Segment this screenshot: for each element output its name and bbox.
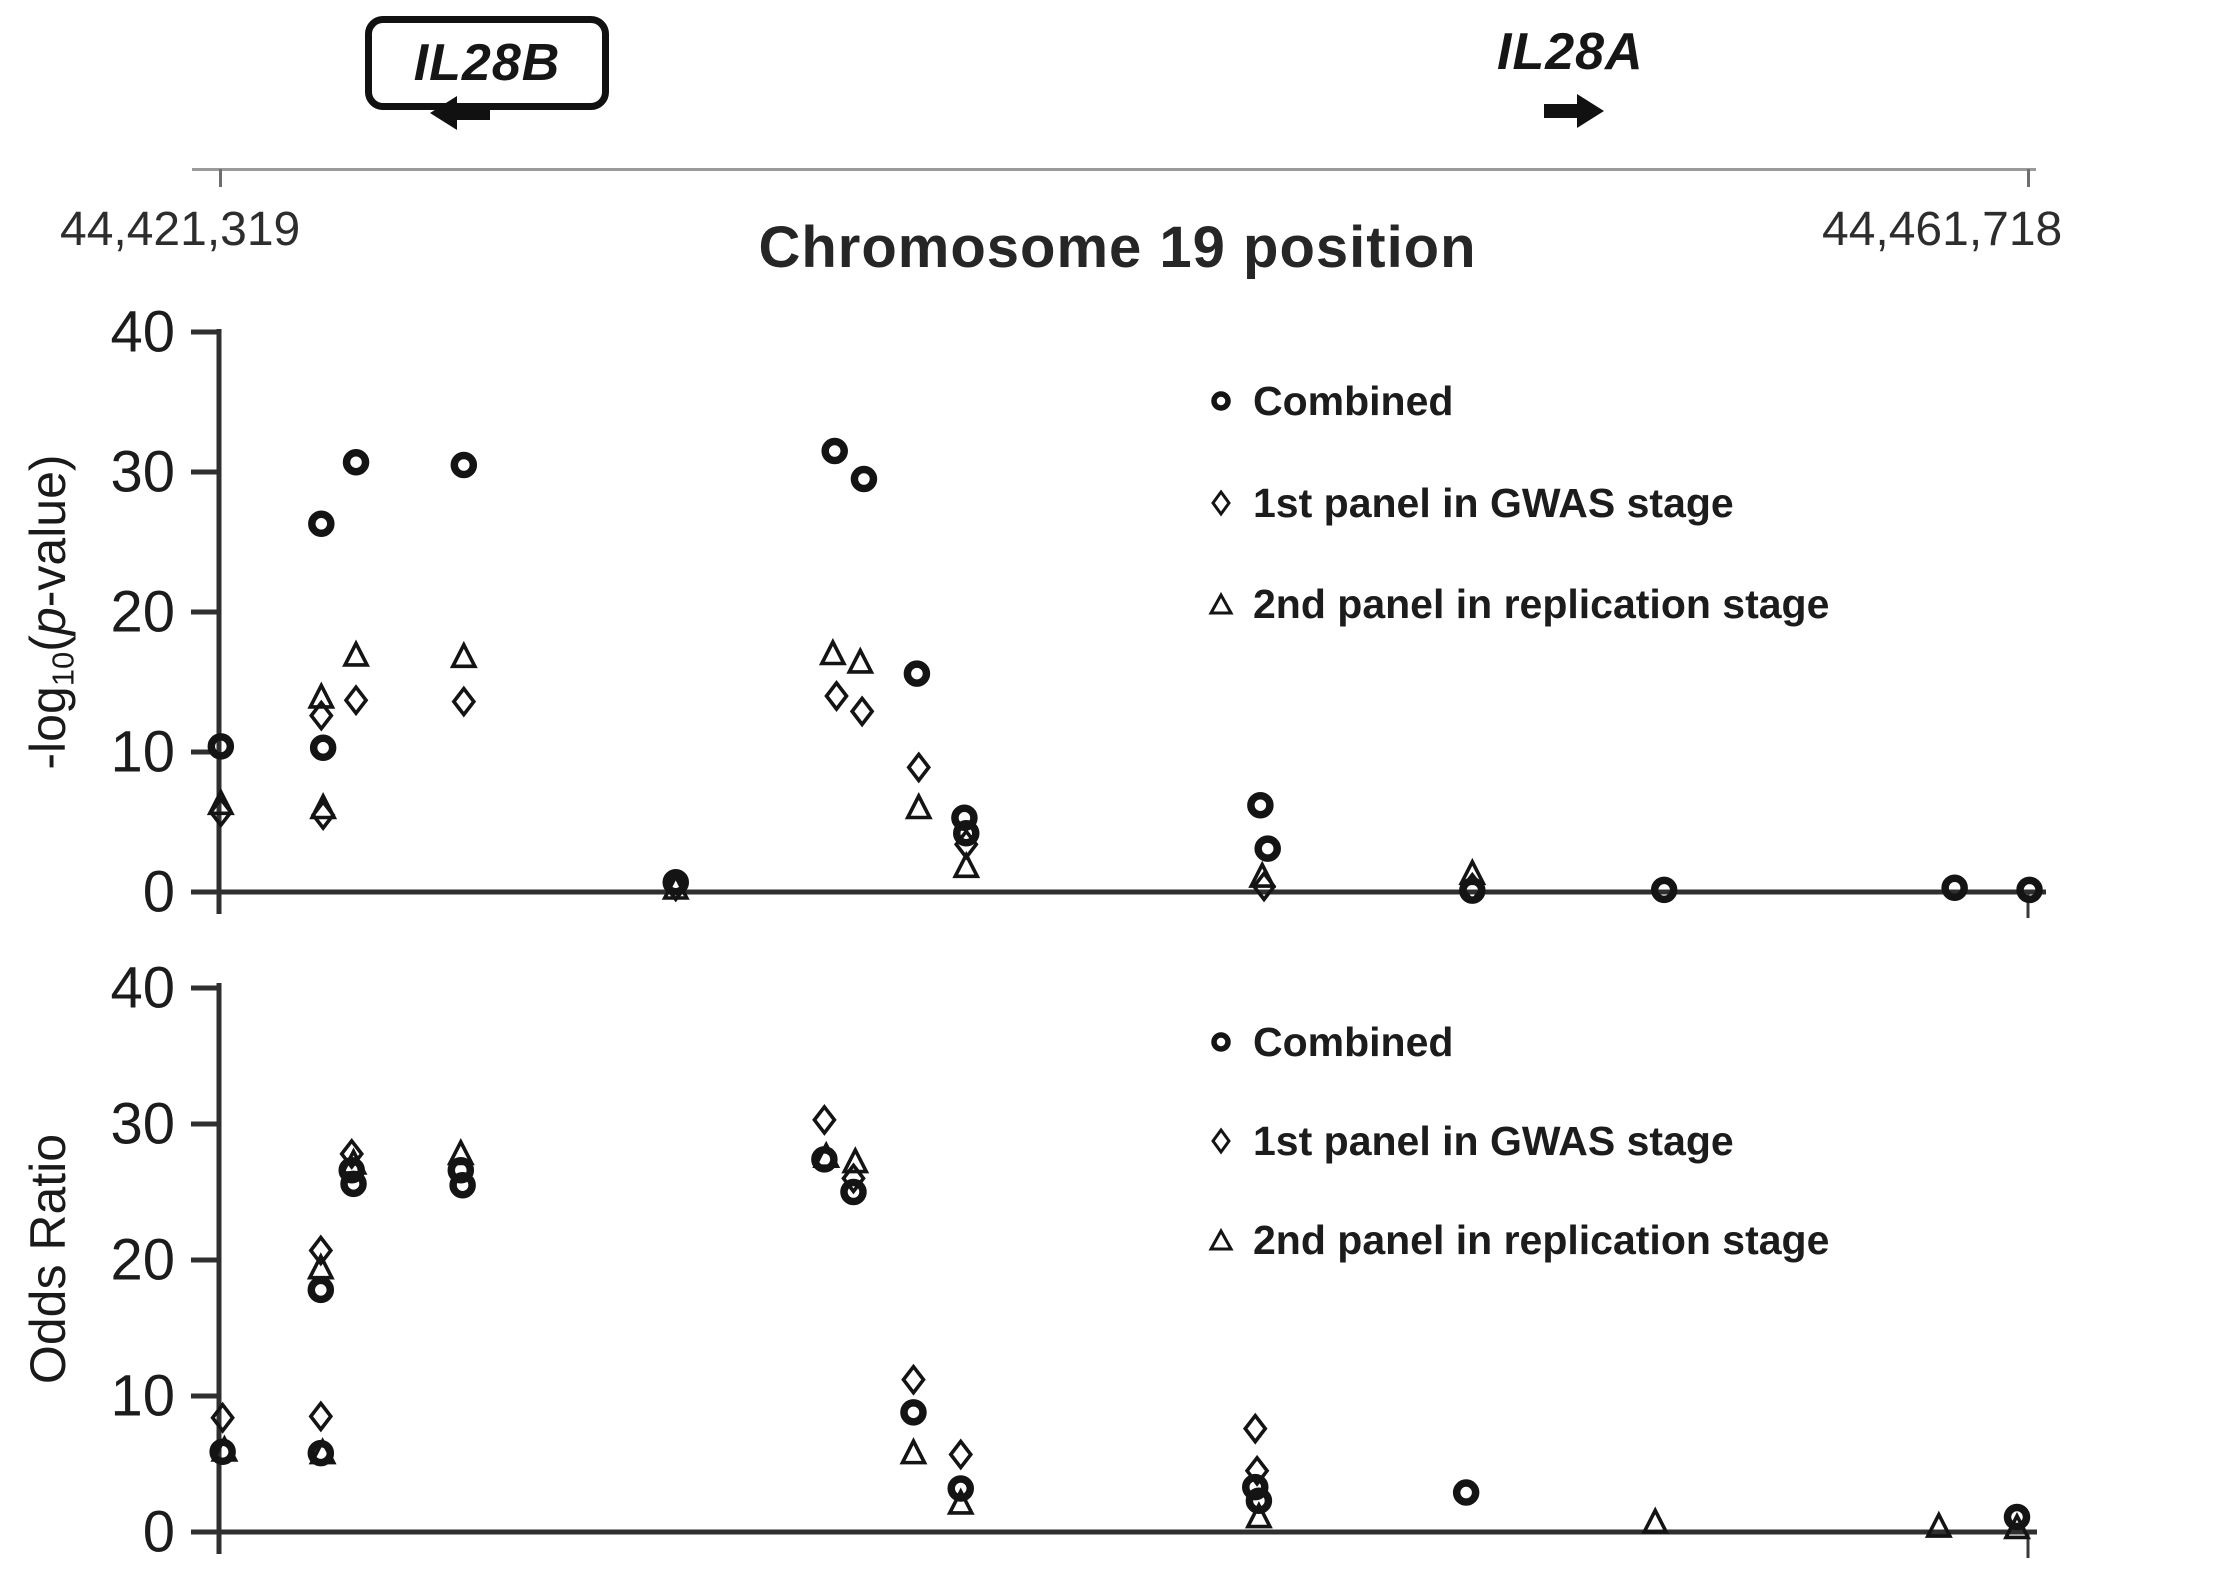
circle-marker-icon [1211,391,1231,411]
legend-item-combined: Combined [1205,1018,1453,1066]
position-line-right-tick [2027,169,2030,187]
gene-position-line [192,168,2036,171]
il28a-right-arrow-icon [1544,94,1604,128]
legend-item-combined: Combined [1205,377,1453,425]
y-axis-title-odds-ratio: Odds Ratio [20,1133,76,1385]
gene-il28b-label: IL28B [413,34,561,92]
svg-text:10: 10 [110,1364,175,1429]
legend-item-gwas: 1st panel in GWAS stage [1205,479,1734,527]
y-axis-title-log-pvalue: -log10(p-value) [20,454,81,770]
svg-text:30: 30 [110,440,175,505]
svg-text:30: 30 [110,1092,175,1157]
gene-il28a-label: IL28A [1497,23,1644,81]
svg-text:0: 0 [143,1500,175,1565]
legend-item-replication: 2nd panel in replication stage [1205,1216,1829,1264]
legend-item-replication: 2nd panel in replication stage [1205,580,1829,628]
svg-text:10: 10 [110,720,175,785]
position-end-label: 44,461,718 [1822,203,2063,256]
diamond-marker-icon [1211,1127,1231,1155]
circle-marker-icon [1211,1032,1231,1052]
il28b-left-arrow-icon [430,96,490,130]
legend-item-gwas: 1st panel in GWAS stage [1205,1117,1734,1165]
chromosome-title: Chromosome 19 position [758,215,1477,280]
position-line-left-tick [219,169,222,187]
triangle-marker-icon [1208,1227,1234,1251]
diamond-marker-icon [1211,489,1231,517]
position-start-label: 44,421,319 [60,203,301,256]
svg-text:20: 20 [110,580,175,645]
svg-text:40: 40 [110,300,175,365]
triangle-marker-icon [1208,591,1234,615]
svg-text:20: 20 [110,1228,175,1293]
svg-text:0: 0 [143,860,175,925]
svg-text:40: 40 [110,956,175,1021]
